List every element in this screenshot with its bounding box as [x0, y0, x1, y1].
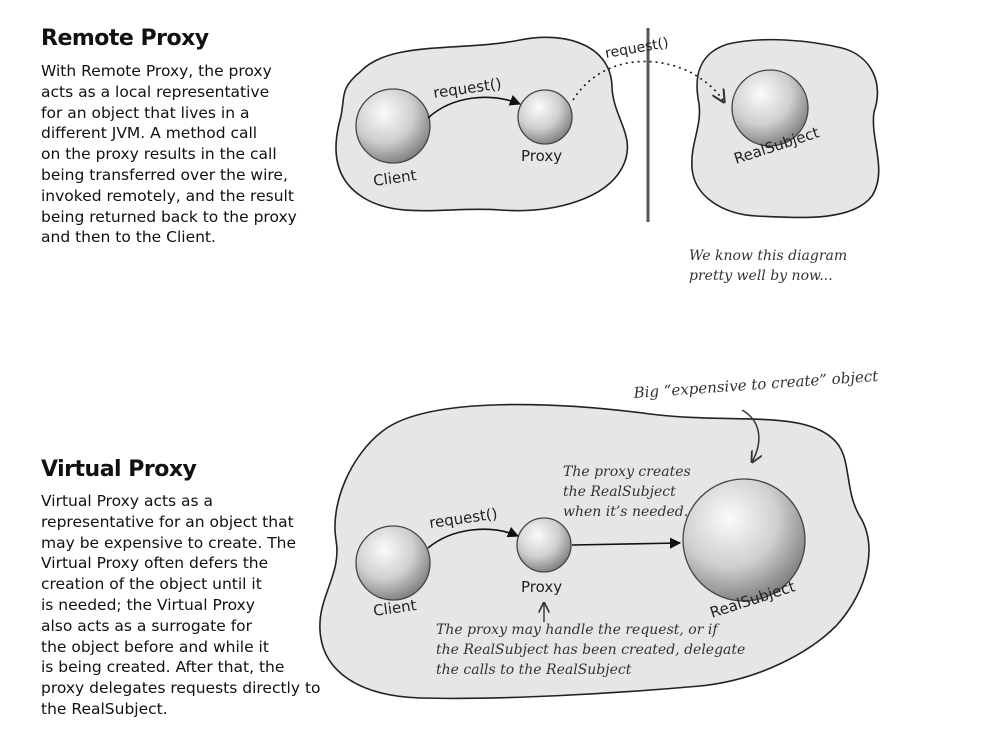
- remote-line: and then to the Client.: [41, 228, 216, 247]
- virtual-line: may be expensive to create. The: [41, 533, 297, 552]
- client-label: Client: [372, 166, 418, 190]
- remote-line: different JVM. A method call: [41, 124, 258, 143]
- request-arrow-local: [427, 95, 522, 119]
- note-line: the RealSubject has been created, delega…: [436, 642, 745, 658]
- virtual-line: also acts as a surrogate for: [41, 616, 253, 635]
- virtual-line: representative for an object that: [41, 512, 294, 531]
- note-line: the calls to the RealSubject: [436, 662, 632, 678]
- proxy-handle-note: The proxy may handle the request, or if …: [436, 622, 750, 678]
- proxy-label: Proxy: [521, 578, 562, 596]
- client-label: Client: [372, 596, 418, 620]
- remote-line: being transferred over the wire,: [41, 165, 288, 184]
- virtual-jvm-blob: [319, 403, 870, 700]
- virtual-line: is being created. After that, the: [41, 658, 285, 677]
- remote-line: invoked remotely, and the result: [41, 186, 294, 205]
- real-subject-object: [682, 478, 806, 602]
- request-arrow: [427, 526, 520, 549]
- request-label-remote: request(): [604, 35, 670, 62]
- request-arrow-remote: [572, 60, 724, 102]
- note-line: when it’s needed.: [563, 504, 688, 520]
- virtual-proxy-description: Virtual Proxy acts as a representative f…: [41, 491, 321, 720]
- remote-line: on the proxy results in the call: [41, 145, 277, 164]
- virtual-line: the RealSubject.: [41, 699, 168, 718]
- client-object: [355, 88, 431, 164]
- big-object-note: Big “expensive to create” object: [632, 367, 880, 402]
- virtual-line: Virtual Proxy acts as a: [41, 492, 214, 510]
- diagram-note: We know this diagram pretty well by now.…: [689, 248, 852, 284]
- proxy-creates-note: The proxy creates the RealSubject when i…: [563, 464, 695, 520]
- note-line: pretty well by now...: [689, 268, 833, 284]
- remote-line: acts as a local representative: [41, 82, 270, 101]
- proxy-label: Proxy: [521, 147, 562, 165]
- local-jvm-blob: [335, 36, 629, 212]
- virtual-proxy-heading: Virtual Proxy: [41, 457, 197, 482]
- note-line: We know this diagram: [689, 248, 847, 264]
- virtual-line: proxy delegates requests directly to: [41, 679, 321, 698]
- create-arrow: [571, 537, 682, 549]
- note-line: The proxy may handle the request, or if: [436, 622, 720, 638]
- virtual-line: the object before and while it: [41, 637, 269, 656]
- remote-line: for an object that lives in a: [41, 103, 250, 122]
- proxy-object: [517, 89, 573, 145]
- note-line: The proxy creates: [563, 464, 691, 480]
- virtual-line: creation of the object until it: [41, 575, 262, 594]
- remote-line: being returned back to the proxy: [41, 207, 297, 226]
- big-object-pointer-arrow: [741, 409, 759, 462]
- note-line: the RealSubject: [563, 484, 676, 500]
- remote-proxy-heading: Remote Proxy: [41, 26, 209, 51]
- proxy-object: [516, 517, 572, 573]
- client-object: [355, 525, 431, 601]
- remote-line: With Remote Proxy, the proxy: [41, 62, 272, 80]
- virtual-line: Virtual Proxy often defers the: [41, 554, 269, 573]
- real-subject-object: [731, 69, 809, 147]
- remote-proxy-description: With Remote Proxy, the proxy acts as a l…: [41, 61, 297, 248]
- virtual-line: is needed; the Virtual Proxy: [41, 595, 255, 614]
